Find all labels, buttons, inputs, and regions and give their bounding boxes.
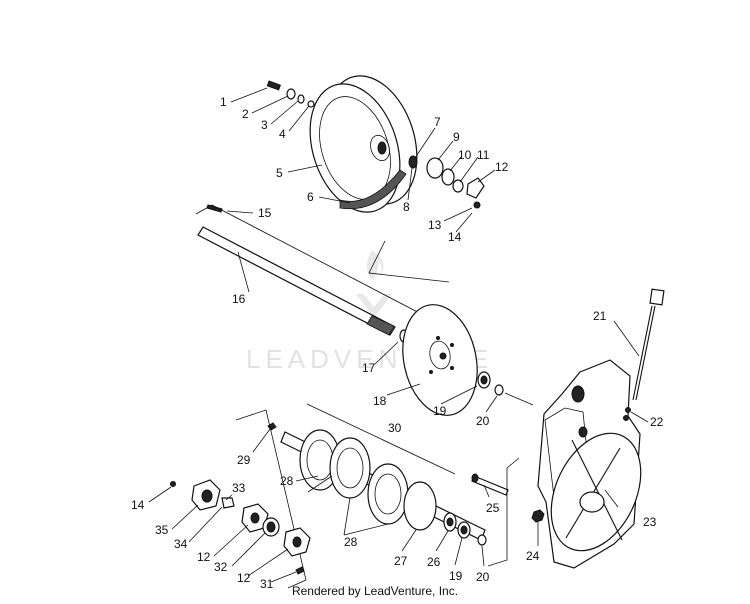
seal-20-lower bbox=[477, 534, 487, 546]
bearing-flange-kit bbox=[170, 479, 311, 575]
bolt-1 bbox=[266, 80, 281, 91]
callout-27: 27 bbox=[394, 554, 408, 568]
brake-disc-hub bbox=[429, 340, 451, 370]
callout-26: 26 bbox=[427, 555, 441, 569]
washer-4 bbox=[307, 100, 315, 108]
rendered-by-footer: Rendered by LeadVenture, Inc. bbox=[291, 584, 459, 598]
chaincase-cover-hub bbox=[579, 491, 605, 513]
screw-13 bbox=[473, 201, 481, 209]
top-leaders bbox=[226, 87, 496, 233]
oring-22 bbox=[625, 407, 631, 413]
callout-24: 24 bbox=[526, 549, 540, 563]
callout-16: 16 bbox=[232, 292, 246, 306]
callout-23: 23 bbox=[643, 515, 657, 529]
callout-28-lower: 28 bbox=[344, 535, 358, 549]
callout-20-lower: 20 bbox=[476, 570, 490, 584]
callout-3: 3 bbox=[261, 118, 268, 132]
washer-10 bbox=[441, 168, 455, 186]
callout-13: 13 bbox=[428, 218, 442, 232]
track-drive-assembly bbox=[235, 403, 487, 589]
callout-12: 12 bbox=[495, 160, 509, 174]
callout-34: 34 bbox=[174, 537, 188, 551]
pulley-front-sheave bbox=[309, 83, 401, 213]
callout-19-lower: 19 bbox=[449, 569, 463, 583]
pulley-assembly bbox=[266, 75, 485, 213]
callout-19-upper: 19 bbox=[433, 404, 447, 418]
sprocket-28-c bbox=[367, 463, 409, 525]
callout-1: 1 bbox=[220, 95, 227, 109]
seal-33 bbox=[221, 497, 235, 509]
shaft-assembly bbox=[195, 204, 534, 416]
drive-shaft-16 bbox=[197, 226, 396, 336]
callout-12-lower-b: 12 bbox=[237, 571, 251, 585]
callout-10: 10 bbox=[458, 148, 472, 162]
nut-24 bbox=[531, 509, 545, 523]
bearing-9 bbox=[426, 157, 444, 179]
shaft-bracket-line bbox=[195, 204, 455, 332]
callout-6: 6 bbox=[307, 190, 314, 204]
callout-12-lower-a: 12 bbox=[197, 550, 211, 564]
drive-leaders bbox=[252, 428, 485, 567]
pulley-hub bbox=[370, 134, 390, 162]
callout-8: 8 bbox=[403, 200, 410, 214]
brake-disc-center bbox=[439, 352, 447, 360]
chain-guide-line bbox=[368, 240, 450, 283]
chaincase-leaders bbox=[483, 320, 649, 567]
callout-30: 30 bbox=[388, 421, 402, 435]
callout-labels: 1 2 3 4 5 6 7 8 9 10 11 12 13 14 15 16 1… bbox=[131, 95, 664, 591]
callout-21: 21 bbox=[593, 309, 607, 323]
callout-7: 7 bbox=[434, 115, 441, 129]
shaft-splines bbox=[366, 315, 395, 336]
washer-2 bbox=[286, 88, 296, 100]
watermark-chevron-icon bbox=[356, 294, 392, 318]
bolt-31 bbox=[295, 566, 305, 575]
callout-17: 17 bbox=[362, 361, 376, 375]
drive-chain bbox=[339, 169, 407, 210]
callout-14-lower: 14 bbox=[131, 498, 145, 512]
nut-14-lower bbox=[170, 481, 176, 487]
bracket-12 bbox=[466, 177, 485, 199]
callout-20-upper: 20 bbox=[476, 414, 490, 428]
drum-27 bbox=[403, 481, 437, 531]
chaincase-assembly bbox=[471, 288, 665, 569]
callout-33: 33 bbox=[232, 481, 246, 495]
callout-25: 25 bbox=[486, 501, 500, 515]
callout-2: 2 bbox=[242, 107, 249, 121]
flange-leaders bbox=[148, 486, 297, 583]
sprocket-28-b bbox=[329, 437, 371, 499]
pulley-bore bbox=[377, 141, 387, 155]
callout-29: 29 bbox=[237, 453, 251, 467]
callout-5: 5 bbox=[276, 166, 283, 180]
washer-3 bbox=[297, 94, 305, 104]
spacer-7 bbox=[408, 155, 418, 169]
callout-4: 4 bbox=[279, 127, 286, 141]
seal-20-upper bbox=[494, 384, 504, 396]
callout-15: 15 bbox=[258, 206, 272, 220]
callout-35: 35 bbox=[155, 523, 169, 537]
callout-14: 14 bbox=[448, 230, 462, 244]
callout-28-upper: 28 bbox=[280, 474, 294, 488]
callout-32: 32 bbox=[214, 560, 228, 574]
nut-11 bbox=[452, 179, 464, 193]
callout-9: 9 bbox=[453, 130, 460, 144]
upper-bore bbox=[571, 385, 585, 403]
brake-disc-18 bbox=[402, 304, 478, 416]
dipstick-cap bbox=[649, 288, 665, 306]
sprocket-group-outline bbox=[235, 409, 307, 589]
shaft-leaders bbox=[237, 251, 498, 413]
callout-18: 18 bbox=[373, 394, 387, 408]
callout-22: 22 bbox=[650, 415, 664, 429]
callout-31: 31 bbox=[260, 577, 274, 591]
watermark-flame-icon bbox=[367, 250, 384, 280]
callout-11: 11 bbox=[477, 148, 490, 162]
dipstick-21 bbox=[635, 305, 656, 401]
sprocket-group-bracket bbox=[306, 403, 456, 475]
